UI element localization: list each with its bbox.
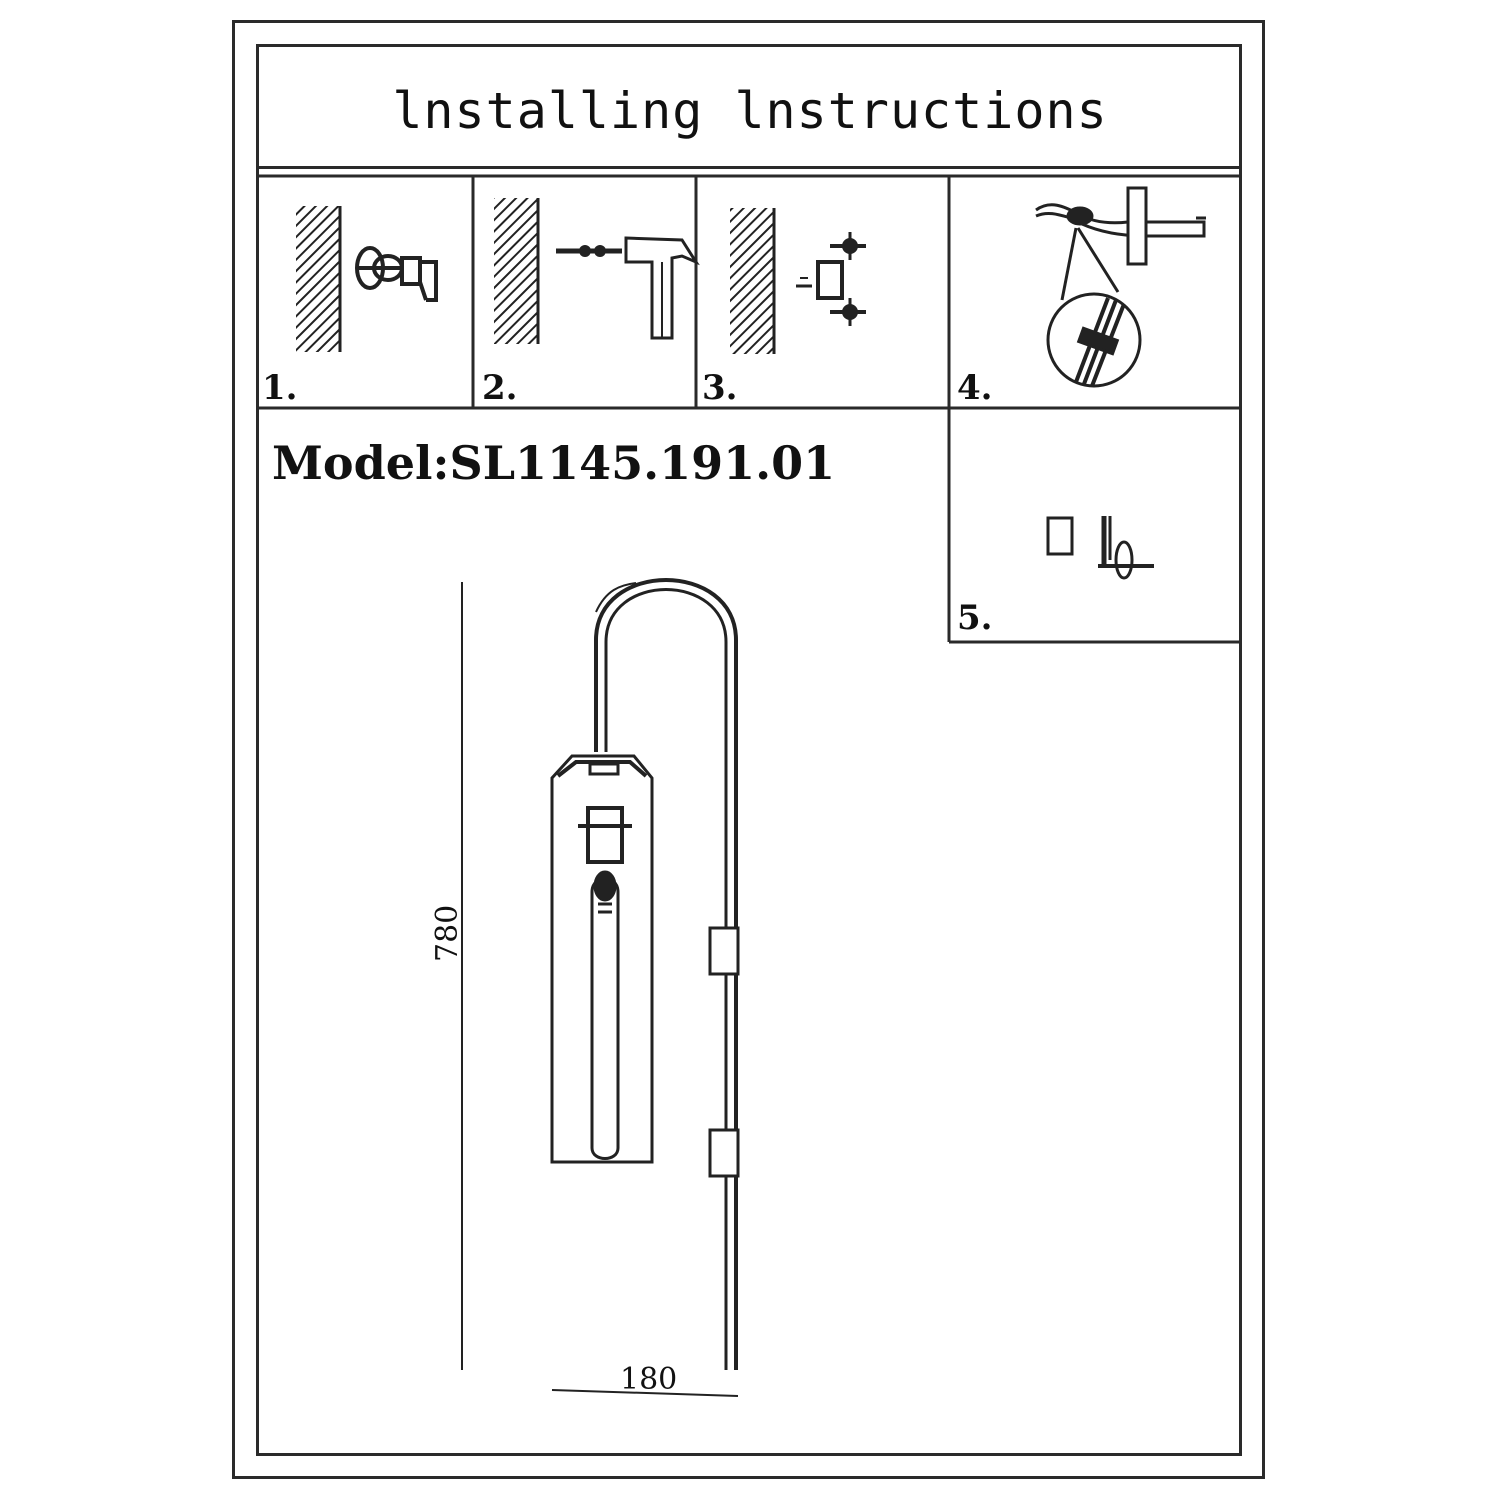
width-dimension-label: 180 [620,1362,678,1397]
model-label: Model:SL1145.191.01 [272,436,836,490]
bulb-switch-icon [1046,516,1154,580]
wire-connection-icon [1035,186,1206,388]
wall-plug-icon [296,206,438,352]
mounting-bracket-icon [730,208,866,354]
height-dimension-label: 780 [430,904,465,962]
step-number-3: 3. [702,368,738,408]
title-row [256,44,1242,169]
hammer-screw-icon [494,198,700,344]
step-grid [256,174,1242,644]
outer-frame [232,20,1265,1479]
step-number-2: 2. [482,368,518,408]
step-number-5: 5. [957,598,993,638]
wall-lamp-drawing [461,578,740,1397]
page-title: lnstalling lnstructions [392,82,1108,140]
step-number-4: 4. [957,368,993,408]
step-number-1: 1. [262,368,298,408]
inner-frame [256,44,1242,1456]
